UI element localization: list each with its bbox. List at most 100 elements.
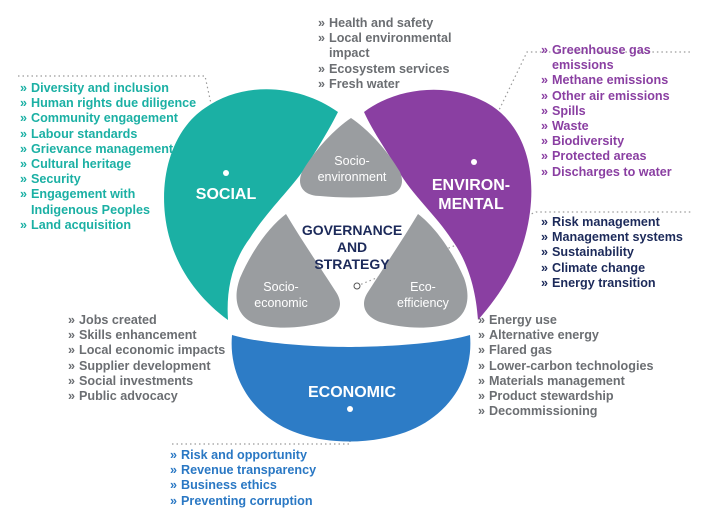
bullet-marker: »	[20, 172, 28, 187]
list-item-text: Local environmental	[329, 31, 452, 46]
bullet-marker: »	[478, 358, 486, 373]
list-item: »Energy transition	[541, 276, 683, 291]
list-item-text: Materials management	[489, 373, 625, 388]
bullet-marker: »	[541, 88, 549, 103]
list-item-text: Greenhouse gas	[552, 43, 651, 57]
list-item: »Fresh water	[318, 77, 452, 92]
list-item-text: Skills enhancement	[79, 328, 197, 343]
socio-economic-segment	[236, 214, 340, 328]
bullet-marker: »	[478, 404, 486, 419]
list-item-text: Social investments	[79, 373, 194, 388]
list-item: »Energy use	[478, 313, 653, 328]
dot-social	[223, 170, 229, 176]
list-item-text: Discharges to water	[552, 164, 672, 179]
bullet-marker: »	[20, 111, 28, 126]
bullet-marker: »	[541, 164, 549, 179]
bullet-marker: »	[68, 389, 76, 404]
list-item: »Business ethics	[170, 478, 316, 493]
list-item-text: Business ethics	[181, 478, 277, 493]
list-item-text: Indigenous Peoples	[31, 202, 150, 217]
list-item: »Local economic impacts	[68, 343, 225, 358]
bullet-marker: »	[20, 217, 28, 232]
environmental-segment	[364, 89, 532, 321]
list-item-text: Protected areas	[552, 149, 647, 164]
list-item: »Grievance management	[20, 142, 196, 157]
list-item: »Materials management	[478, 374, 653, 389]
list-item: »Waste	[541, 119, 672, 134]
economic-list: »Risk and opportunity»Revenue transparen…	[170, 448, 316, 509]
list-item-text: Alternative energy	[489, 328, 599, 343]
list-item: »Diversity and inclusion	[20, 81, 196, 96]
list-item: »Security	[20, 172, 196, 187]
center-title-line2: AND	[337, 239, 367, 255]
dot-environmental	[471, 159, 477, 165]
eco-efficiency-list: »Energy use»Alternative energy»Flared ga…	[478, 313, 653, 419]
bullet-marker: »	[68, 313, 76, 327]
list-item-text: Management systems	[552, 230, 683, 245]
bullet-marker: »	[318, 61, 326, 76]
economic-segment	[231, 335, 471, 442]
center-title-line1: GOVERNANCE	[302, 222, 402, 238]
bullet-marker: »	[541, 215, 549, 229]
bullet-marker: »	[541, 103, 549, 118]
environmental-label-line2: MENTAL	[438, 196, 504, 213]
bullet-marker: »	[318, 76, 326, 91]
socio-economic-label-line2: economic	[254, 296, 308, 310]
list-item: »Public advocacy	[68, 389, 225, 404]
list-item: »Revenue transparency	[170, 463, 316, 478]
eco-efficiency-label-line2: efficiency	[397, 296, 450, 310]
list-item-text: Public advocacy	[79, 389, 178, 404]
bullet-marker: »	[68, 328, 76, 343]
bullet-marker: »	[541, 260, 549, 275]
list-item: »Product stewardship	[478, 389, 653, 404]
bullet-marker: »	[170, 448, 178, 462]
list-item-text: Biodiversity	[552, 134, 625, 149]
list-item: »Decommissioning	[478, 404, 653, 419]
list-item: »Protected areas	[541, 149, 672, 164]
list-item: »Ecosystem services	[318, 62, 452, 77]
list-item: »Human rights due diligence	[20, 96, 196, 111]
bullet-marker: »	[68, 343, 76, 358]
bullet-marker: »	[68, 358, 76, 373]
environmental-label-line1: ENVIRON-	[432, 177, 510, 194]
list-item-text: Community engagement	[31, 111, 178, 126]
list-item-text: Climate change	[552, 260, 646, 275]
list-item: »Indigenous Peoples	[20, 203, 196, 218]
bullet-marker: »	[478, 328, 486, 343]
list-item-text: Risk and opportunity	[181, 448, 307, 462]
dot-economic	[347, 406, 353, 412]
bullet-marker: »	[20, 81, 28, 95]
list-item: »Community engagement	[20, 111, 196, 126]
list-item-text: Human rights due diligence	[31, 96, 197, 111]
list-item-text: Supplier development	[79, 358, 211, 373]
bullet-marker: »	[541, 73, 549, 88]
list-item-text: Sustainability	[552, 245, 634, 260]
list-item-text: Revenue transparency	[181, 463, 317, 478]
leader-dots	[223, 159, 477, 412]
list-item: »Risk management	[541, 215, 683, 230]
socio-economic-list: »Jobs created»Skills enhancement»Local e…	[68, 313, 225, 404]
list-item: »Local environmental	[318, 31, 452, 46]
bullet-marker: »	[541, 245, 549, 260]
socio-environment-list: »Health and safety»Local environmental»i…	[318, 16, 452, 92]
list-item: »emissions	[541, 58, 672, 73]
list-item: »Risk and opportunity	[170, 448, 316, 463]
bullet-marker: »	[541, 149, 549, 164]
list-item: »Land acquisition	[20, 218, 196, 233]
list-item-text: Local economic impacts	[79, 343, 226, 358]
list-item-text: Methane emissions	[552, 73, 669, 88]
list-item: »Lower-carbon technologies	[478, 359, 653, 374]
bullet-marker: »	[478, 373, 486, 388]
bullet-marker: »	[170, 493, 178, 508]
economic-label: ECONOMIC	[308, 384, 396, 401]
list-item-text: Fresh water	[329, 76, 400, 91]
social-list: »Diversity and inclusion»Human rights du…	[20, 81, 196, 233]
bullet-marker: »	[541, 275, 549, 290]
social-label: SOCIAL	[196, 186, 257, 203]
list-item: »Spills	[541, 104, 672, 119]
bullet-marker: »	[478, 343, 486, 358]
list-item: »Other air emissions	[541, 89, 672, 104]
bullet-marker: »	[20, 96, 28, 111]
list-item-text: Decommissioning	[489, 404, 598, 419]
list-item-text: Engagement with	[31, 187, 136, 202]
